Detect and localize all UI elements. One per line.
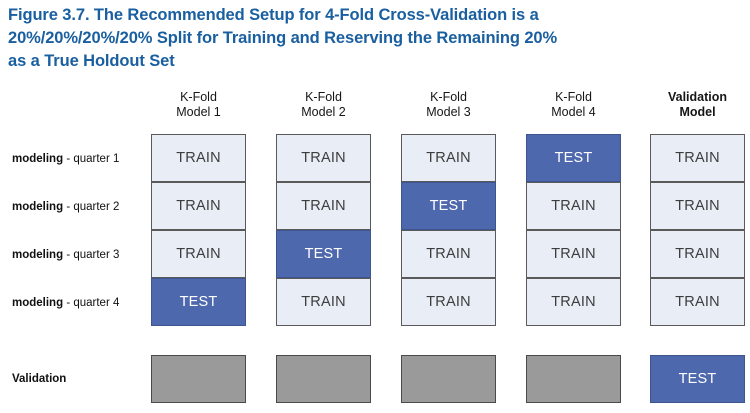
row-label-lead: modeling bbox=[12, 201, 64, 213]
column-header-kfold-model-4: K-Fold Model 4 bbox=[526, 90, 621, 120]
cell-m1-q4[interactable]: TEST bbox=[151, 278, 246, 326]
row-label-lead: modeling bbox=[12, 153, 64, 165]
row-label-rest: - quarter 1 bbox=[63, 153, 120, 165]
column-header-line-2: Model 2 bbox=[301, 105, 346, 119]
column-header-line-1: K-Fold bbox=[555, 90, 592, 104]
column-header-line-1: K-Fold bbox=[180, 90, 217, 104]
cell-m4-q2[interactable]: TRAIN bbox=[526, 182, 621, 230]
column-header-kfold-model-1: K-Fold Model 1 bbox=[151, 90, 246, 120]
cell-val-q1[interactable]: TRAIN bbox=[650, 134, 745, 182]
column-header-kfold-model-2: K-Fold Model 2 bbox=[276, 90, 371, 120]
column-header-line-2: Model 3 bbox=[426, 105, 471, 119]
cell-m1-q3[interactable]: TRAIN bbox=[151, 230, 246, 278]
cell-m3-q3[interactable]: TRAIN bbox=[401, 230, 496, 278]
cell-m2-validation[interactable] bbox=[276, 355, 371, 403]
row-label-lead: modeling bbox=[12, 249, 64, 261]
column-header-line-1: K-Fold bbox=[430, 90, 467, 104]
figure-title-line-1: Figure 3.7. The Recommended Setup for 4-… bbox=[8, 6, 539, 24]
figure-title-line-3: as a True Holdout Set bbox=[8, 52, 175, 70]
row-label-lead: modeling bbox=[12, 297, 64, 309]
cell-m4-q3[interactable]: TRAIN bbox=[526, 230, 621, 278]
cell-m2-q2[interactable]: TRAIN bbox=[276, 182, 371, 230]
column-header-line-2: Model 1 bbox=[176, 105, 221, 119]
cell-m1-q1[interactable]: TRAIN bbox=[151, 134, 246, 182]
column-header-kfold-model-3: K-Fold Model 3 bbox=[401, 90, 496, 120]
cell-m2-q3[interactable]: TEST bbox=[276, 230, 371, 278]
cell-m3-q4[interactable]: TRAIN bbox=[401, 278, 496, 326]
cell-m2-q1[interactable]: TRAIN bbox=[276, 134, 371, 182]
cell-m4-q1[interactable]: TEST bbox=[526, 134, 621, 182]
cell-m3-q2[interactable]: TEST bbox=[401, 182, 496, 230]
row-label-lead: Validation bbox=[12, 373, 67, 385]
figure-title: Figure 3.7. The Recommended Setup for 4-… bbox=[8, 4, 708, 73]
row-label-rest: - quarter 2 bbox=[63, 201, 120, 213]
column-header-line-1: Validation bbox=[667, 90, 728, 104]
cell-m4-validation[interactable] bbox=[526, 355, 621, 403]
row-label-quarter-4: modeling - quarter 4 bbox=[12, 296, 144, 310]
cell-m3-validation[interactable] bbox=[401, 355, 496, 403]
cell-m4-q4[interactable]: TRAIN bbox=[526, 278, 621, 326]
cell-m3-q1[interactable]: TRAIN bbox=[401, 134, 496, 182]
cell-m2-q4[interactable]: TRAIN bbox=[276, 278, 371, 326]
row-label-rest: - quarter 4 bbox=[63, 297, 120, 309]
row-label-quarter-3: modeling - quarter 3 bbox=[12, 248, 144, 262]
figure-title-line-2: 20%/20%/20%/20% Split for Training and R… bbox=[8, 29, 558, 47]
cell-val-q3[interactable]: TRAIN bbox=[650, 230, 745, 278]
column-header-line-1: K-Fold bbox=[305, 90, 342, 104]
cell-m1-q2[interactable]: TRAIN bbox=[151, 182, 246, 230]
cell-val-q4[interactable]: TRAIN bbox=[650, 278, 745, 326]
cell-val-validation[interactable]: TEST bbox=[650, 355, 745, 403]
row-label-rest: - quarter 3 bbox=[63, 249, 120, 261]
row-label-validation: Validation bbox=[12, 372, 144, 386]
column-header-line-2: Model 4 bbox=[551, 105, 596, 119]
cell-m1-validation[interactable] bbox=[151, 355, 246, 403]
column-header-line-2: Model bbox=[679, 105, 716, 119]
row-label-quarter-2: modeling - quarter 2 bbox=[12, 200, 144, 214]
cell-val-q2[interactable]: TRAIN bbox=[650, 182, 745, 230]
row-label-quarter-1: modeling - quarter 1 bbox=[12, 152, 144, 166]
column-header-validation-model: Validation Model bbox=[650, 90, 745, 120]
